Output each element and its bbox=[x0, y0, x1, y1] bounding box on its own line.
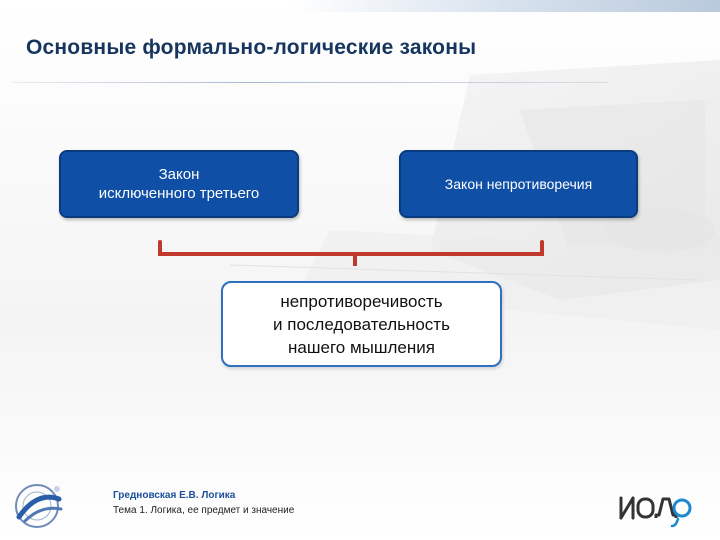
slide-title: Основные формально-логические законы bbox=[26, 36, 477, 59]
university-seal-icon bbox=[15, 484, 63, 528]
footer-topic: Тема 1. Логика, ее предмет и значение bbox=[113, 505, 295, 516]
footer-author-course: Гредновская Е.В. Логика bbox=[113, 490, 236, 501]
law-non-contradiction-label: Закон непротиворечия bbox=[444, 175, 593, 192]
result-label: непротиворечивость и последовательность … bbox=[273, 291, 450, 357]
iodo-logo-icon bbox=[619, 496, 692, 528]
law-excluded-middle-box: Закон исключенного третьего bbox=[59, 150, 299, 218]
title-divider bbox=[12, 82, 608, 83]
top-accent-strip bbox=[0, 0, 720, 12]
law-excluded-middle-label: Закон исключенного третьего bbox=[98, 166, 260, 202]
result-box: непротиворечивость и последовательность … bbox=[221, 281, 502, 367]
law-non-contradiction-box: Закон непротиворечия bbox=[399, 150, 638, 218]
